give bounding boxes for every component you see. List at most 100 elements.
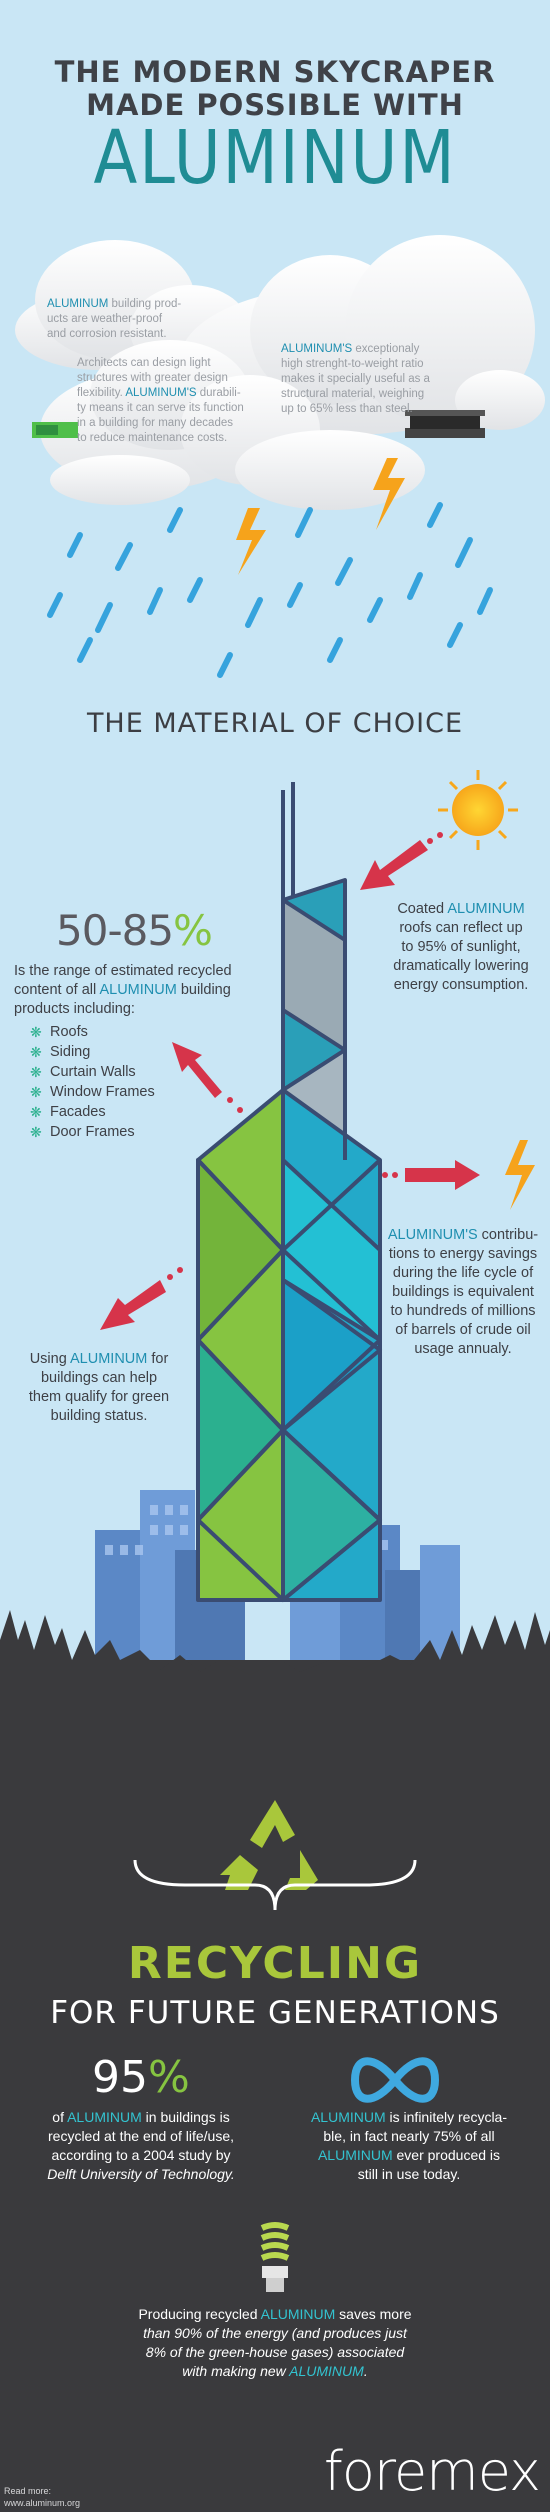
cloud-2-line-5: in a building for many decades: [77, 417, 233, 429]
snowflake-bullet-icon: ❋: [30, 1104, 42, 1120]
highlight-aluminum: ALUMINUM: [47, 298, 109, 310]
highlight-aluminum: ALUMINUM: [310, 2109, 386, 2125]
roofs-line-1: Coated: [397, 901, 448, 917]
rain-icon: [47, 502, 493, 678]
highlight-aluminums: ALUMINUM'S: [125, 387, 197, 399]
snowflake-bullet-icon: ❋: [30, 1084, 42, 1100]
energy-line-5: to hundreds of millions: [390, 1303, 536, 1319]
bottom-line-4b: .: [363, 2363, 368, 2379]
energy-line-6: of barrels of crude oil: [395, 1322, 531, 1338]
right-line-2: ble, in fact nearly 75% of all: [323, 2128, 495, 2144]
bottom-line-3: 8% of the green-house gases) associated: [145, 2344, 405, 2360]
roofs-line-2: roofs can reflect up: [399, 920, 523, 936]
list-item: ❋ Roofs: [30, 1022, 155, 1042]
energy-line-7: usage annualy.: [414, 1341, 512, 1357]
recycling-title: RECYCLING: [127, 1938, 423, 1989]
cfl-bulb-icon: [260, 2222, 290, 2292]
green-beam-icon: [32, 422, 78, 438]
brace-icon: [133, 1859, 417, 1911]
product-label: Curtain Walls: [50, 1064, 136, 1080]
product-label: Door Frames: [50, 1124, 135, 1140]
left-line-4: Delft University of Technology.: [47, 2166, 235, 2182]
header-title: ALUMINUM: [93, 116, 457, 202]
product-list: ❋ Roofs ❋ Siding ❋ Curtain Walls ❋ Window Fr…: [30, 1022, 155, 1142]
coated-roofs-text: Coated ALUMINUM roofs can reflect up to …: [376, 900, 546, 995]
green-line-1b: for: [147, 1351, 169, 1367]
cloud-3-line-5: up to 65% less than steel.: [281, 403, 413, 415]
energy-line-4: buildings is equivalent: [392, 1284, 534, 1300]
highlight-aluminum: ALUMINUM: [260, 2306, 336, 2322]
recycled-content-text: Is the range of estimated recycled conte…: [14, 962, 232, 1019]
right-line-3: ever produced is: [392, 2147, 501, 2163]
stat-number: 95: [92, 2052, 148, 2103]
bottom-line-1: Producing recycled: [138, 2306, 261, 2322]
green-line-2: buildings can help: [40, 1370, 158, 1386]
cloud-3-text: ALUMINUM'S exceptionaly high strenght-to…: [281, 342, 430, 417]
recycle-icon: [220, 1800, 318, 1890]
product-label: Siding: [50, 1044, 91, 1060]
list-item: ❋ Door Frames: [30, 1122, 155, 1142]
product-label: Roofs: [50, 1024, 88, 1040]
energy-savings-text: ALUMINUM'S contribu- tions to energy sav…: [380, 1226, 546, 1359]
cloud-2-line-1: Architects can design light: [77, 357, 211, 369]
stat-range: 50-85: [56, 906, 174, 955]
green-line-4: building status.: [50, 1408, 148, 1424]
cloud-2-line-6: to reduce maintenance costs.: [77, 432, 228, 444]
list-item: ❋ Curtain Walls: [30, 1062, 155, 1082]
green-line-3: them qualify for green: [28, 1389, 170, 1405]
cloud-1-text: ALUMINUM building prod- ucts are weather…: [47, 297, 181, 342]
cloud-2-text: Architects can design light structures w…: [77, 356, 244, 446]
cloud-3-line-2: high strenght-to-weight ratio: [281, 358, 424, 370]
green-building-text: Using ALUMINUM for buildings can help th…: [14, 1350, 184, 1426]
snowflake-bullet-icon: ❋: [30, 1064, 42, 1080]
tree-line-icon: [0, 1610, 550, 1700]
bottom-line-1b: saves more: [335, 2306, 412, 2322]
green-line-1: Using: [29, 1351, 70, 1367]
arrow-icon: [100, 832, 480, 1330]
left-line-2: recycled at the end of life/use,: [48, 2128, 234, 2144]
producing-recycled-text: Producing recycled ALUMINUM saves more t…: [95, 2305, 455, 2381]
snowflake-bullet-icon: ❋: [30, 1024, 42, 1040]
cloud-2-line-4: ty means it can serve its function: [77, 402, 244, 414]
header-line-1: THE MODERN SKYCRAPER: [54, 55, 496, 89]
left-line-1: of: [52, 2109, 68, 2125]
highlight-aluminum: ALUMINUM: [447, 901, 525, 917]
recycled-line-3: products including:: [14, 1001, 135, 1017]
highlight-aluminums: ALUMINUM'S: [387, 1227, 478, 1243]
cloud-icon: [15, 235, 545, 510]
bottom-line-4: with making new: [182, 2363, 290, 2379]
stat-percent: %: [148, 2052, 190, 2103]
right-line-4: still in use today.: [357, 2166, 461, 2182]
aluminum-beam-icon: [405, 410, 485, 438]
list-item: ❋ Facades: [30, 1102, 155, 1122]
highlight-aluminum: ALUMINUM: [67, 2109, 142, 2125]
read-more-label: Read more:: [4, 2486, 52, 2496]
cloud-2-line-3b: durabili-: [196, 387, 241, 399]
brand-logo[interactable]: foremex: [323, 2440, 541, 2503]
product-label: Window Frames: [50, 1084, 155, 1100]
highlight-aluminum: ALUMINUM: [289, 2363, 364, 2379]
right-line-1: is infinitely recycla-: [385, 2109, 508, 2125]
recycled-line-1: Is the range of estimated recycled: [14, 963, 232, 979]
left-line-3: according to a 2004 study by: [51, 2147, 231, 2163]
recycled-95-stat: 95%: [92, 2052, 190, 2103]
tower-icon: [196, 782, 382, 1602]
roofs-line-4: dramatically lowering: [393, 958, 529, 974]
lightning-icon: [236, 458, 535, 1210]
sun-icon: [438, 770, 518, 850]
product-label: Facades: [50, 1104, 106, 1120]
cloud-2-line-2: structures with greater design: [77, 372, 228, 384]
left-line-1b: in buildings is: [141, 2109, 230, 2125]
energy-line-1: contribu-: [477, 1227, 539, 1243]
highlight-aluminums: ALUMINUM'S: [281, 343, 353, 355]
snowflake-bullet-icon: ❋: [30, 1044, 42, 1060]
highlight-aluminum: ALUMINUM: [99, 982, 177, 998]
cloud-3-line-3: makes it specially useful as a: [281, 373, 430, 385]
snowflake-bullet-icon: ❋: [30, 1124, 42, 1140]
recycled-line-2: content of all: [14, 982, 100, 998]
cloud-2-line-3: flexibility.: [77, 387, 126, 399]
source-link[interactable]: www.aluminum.org: [4, 2498, 81, 2508]
cloud-3-line-4: structural material, weighing: [281, 388, 425, 400]
infinity-icon: [350, 2057, 440, 2103]
